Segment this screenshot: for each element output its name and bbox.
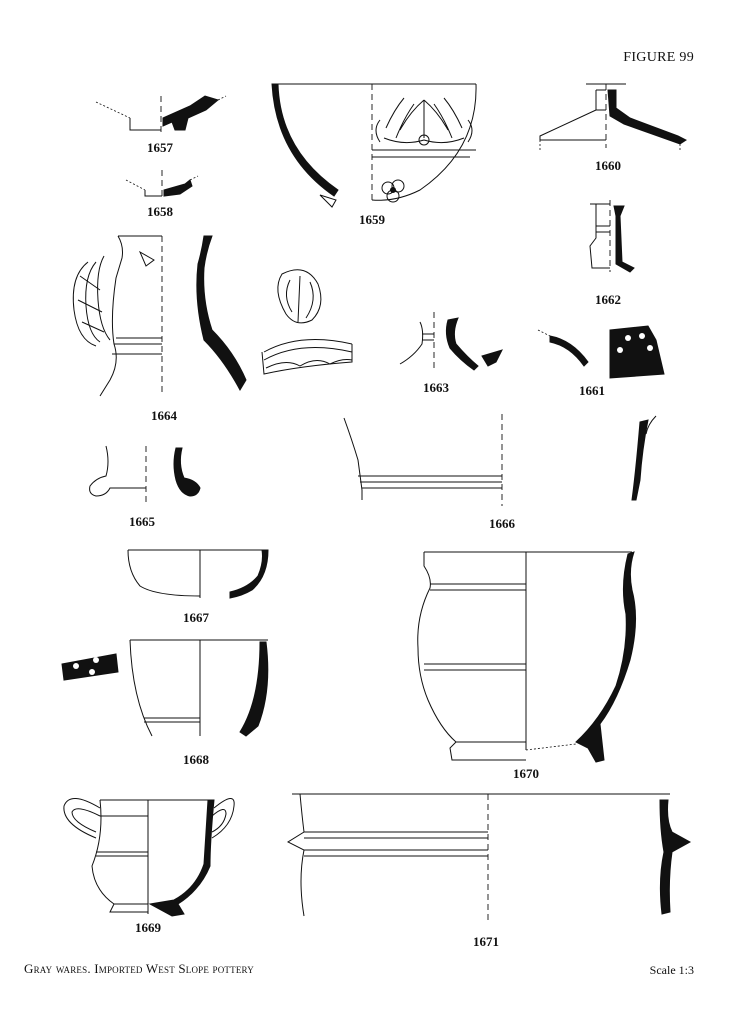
drawing-1663 — [399, 312, 503, 372]
catalog-number-1666: 1666 — [489, 516, 515, 531]
scale-note: Scale 1:3 — [649, 963, 694, 977]
catalog-number-1669: 1669 — [135, 920, 161, 935]
catalog-number-1663: 1663 — [423, 380, 449, 395]
drawing-1666 — [343, 414, 657, 506]
catalog-number-1662: 1662 — [595, 292, 621, 307]
drawing-1667 — [127, 549, 269, 599]
catalog-number-1657: 1657 — [147, 140, 173, 155]
drawing-1660 — [539, 83, 687, 152]
drawing-1665 — [89, 445, 201, 504]
drawing-1668 — [61, 639, 269, 737]
drawing-1670 — [417, 551, 637, 763]
drawing-1671 — [286, 793, 692, 922]
catalog-number-1660: 1660 — [595, 158, 621, 173]
catalog-number-1667: 1667 — [183, 610, 209, 625]
catalog-number-1671: 1671 — [473, 934, 499, 949]
catalog-number-1664: 1664 — [151, 408, 177, 423]
drawing-1669 — [63, 798, 235, 917]
palmette-ornament — [375, 97, 473, 146]
drawing-1662 — [589, 200, 635, 273]
drawing-1658 — [125, 170, 199, 200]
figure-label: FIGURE 99 — [623, 50, 694, 65]
catalog-number-1661: 1661 — [579, 383, 605, 398]
drawing-1657 — [95, 95, 227, 134]
drawing-1661 — [537, 325, 665, 379]
rosette-ornament — [381, 179, 405, 203]
drawing-1664 — [72, 235, 247, 397]
ornament-fragment — [261, 269, 353, 375]
catalog-number-1670: 1670 — [513, 766, 539, 781]
catalog-number-1658: 1658 — [147, 204, 173, 219]
catalog-number-1665: 1665 — [129, 514, 155, 529]
catalog-number-1668: 1668 — [183, 752, 209, 767]
drawing-1659 — [271, 83, 477, 208]
catalog-number-1659: 1659 — [359, 212, 385, 227]
figure-caption: Gray wares. Imported West Slope pottery — [24, 961, 254, 976]
